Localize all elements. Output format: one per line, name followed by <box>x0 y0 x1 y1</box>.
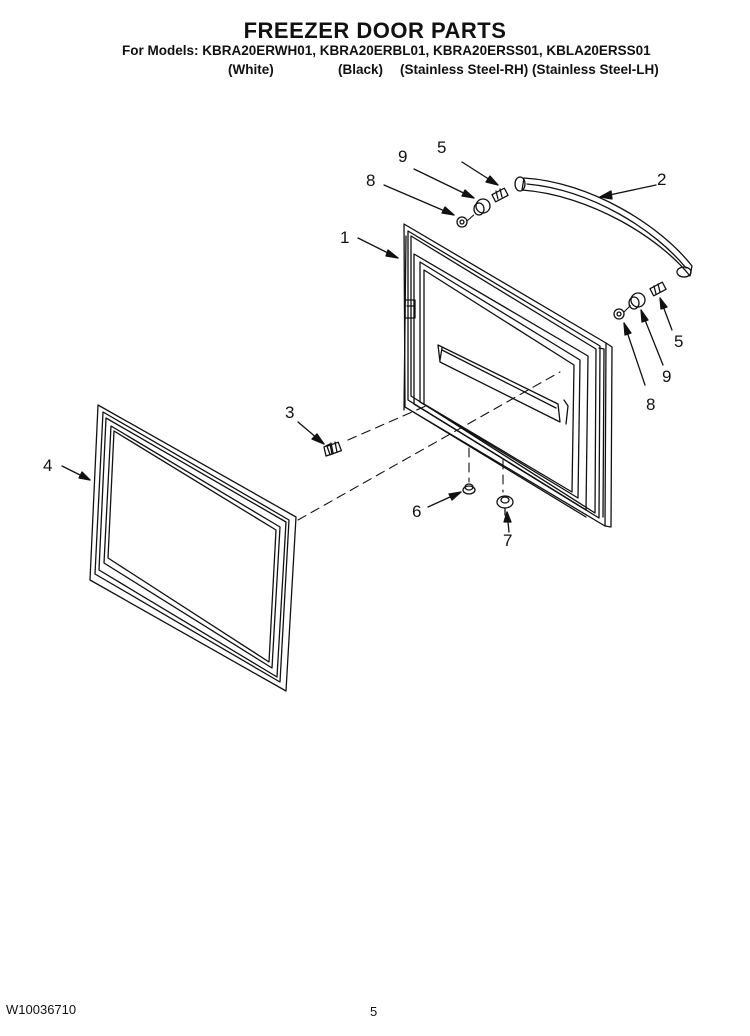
top-fasteners <box>456 187 509 228</box>
page-title: FREEZER DOOR PARTS <box>243 18 507 43</box>
callout-2: 2 <box>657 170 666 189</box>
models-line: For Models: KBRA20ERWH01, KBRA20ERBL01, … <box>122 43 651 58</box>
variant-stainless-lh: (Stainless Steel-LH) <box>532 62 659 77</box>
callout-5-top: 5 <box>437 138 446 157</box>
callout-9-top: 9 <box>398 147 407 166</box>
callout-1: 1 <box>340 228 349 247</box>
callout-7: 7 <box>503 531 512 550</box>
callout-9-right: 9 <box>662 367 671 386</box>
right-fasteners <box>613 281 667 320</box>
screw-3 <box>323 441 342 457</box>
variant-white: (White) <box>228 62 274 77</box>
alignment-lines <box>297 212 632 521</box>
page-number: 5 <box>370 1004 378 1019</box>
washer-7 <box>496 495 514 516</box>
leader-arrows <box>61 161 673 533</box>
callout-3: 3 <box>285 403 294 422</box>
callout-8-top: 8 <box>366 171 375 190</box>
callout-6: 6 <box>412 502 421 521</box>
freezer-door <box>403 223 613 528</box>
callout-8-right: 8 <box>646 395 655 414</box>
variant-stainless-rh: (Stainless Steel-RH) <box>400 62 529 77</box>
callout-5-right: 5 <box>674 332 683 351</box>
plug-6 <box>462 483 476 495</box>
document-number: W10036710 <box>6 1002 77 1017</box>
door-gasket <box>89 404 297 692</box>
callout-numbers: 1 2 3 4 5 5 6 7 8 8 9 9 <box>43 138 683 550</box>
door-handle <box>514 176 693 278</box>
callout-4: 4 <box>43 456 52 475</box>
variant-black: (Black) <box>338 62 384 77</box>
